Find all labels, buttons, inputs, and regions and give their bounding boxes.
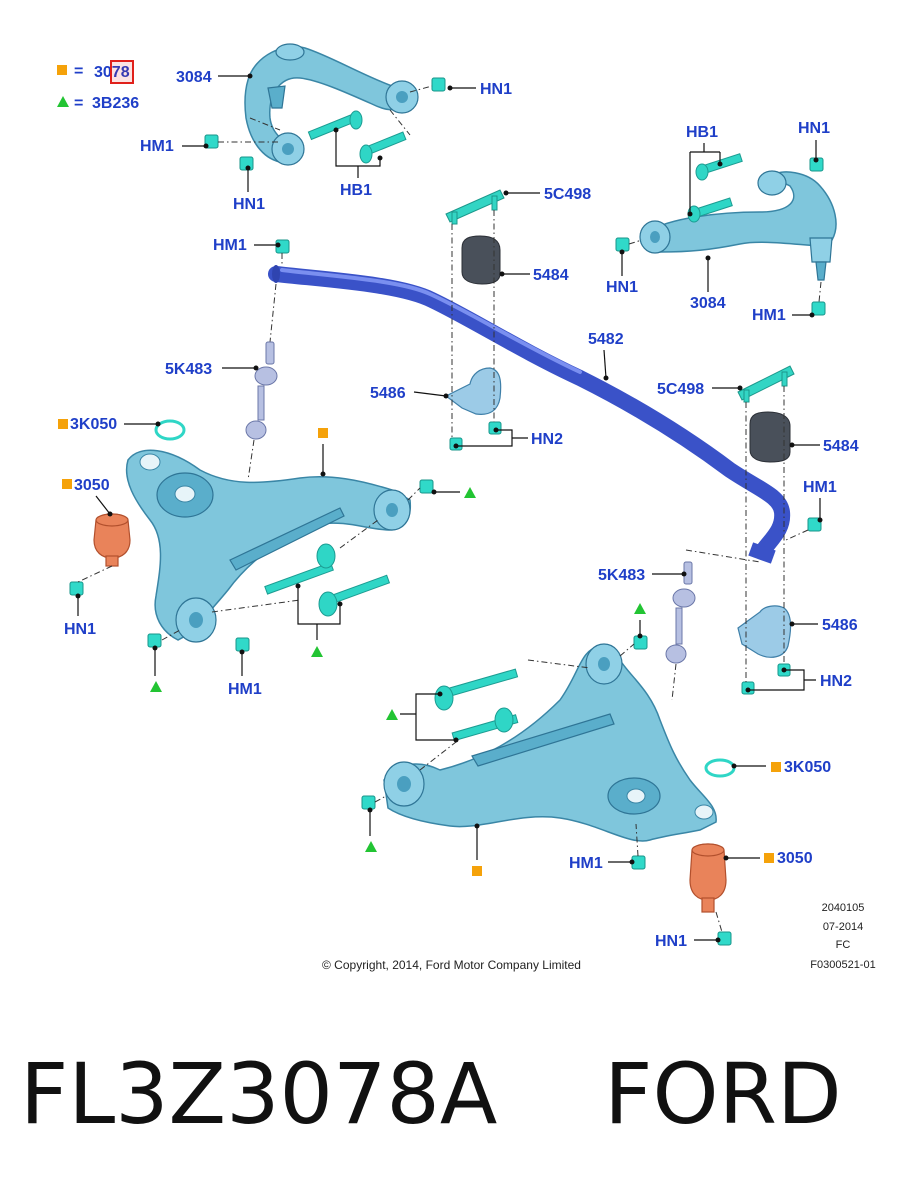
lower-left-labels: 3K050 3050 HN1 HM1: [58, 416, 476, 698]
label-5482: 5482: [588, 331, 624, 348]
lower-right-labels: 3K050 3050 HM1 HN1: [365, 603, 831, 950]
label-5484-right: 5484: [823, 438, 859, 455]
label-hn1-ul-bottom: HN1: [233, 196, 265, 213]
diagram-meta: 2040105 07-2014 FC F0300521-01 © Copyrig…: [322, 902, 876, 972]
label-5k483-right: 5K483: [598, 567, 645, 584]
legend-triangle-icon: [57, 96, 69, 107]
label-hn2-right: HN2: [820, 673, 852, 690]
square-marker-3050-left: [62, 479, 72, 489]
label-3050-left: 3050: [74, 477, 110, 494]
square-marker-ll-arm: [318, 428, 328, 438]
triangle-marker-lr-top: [634, 603, 646, 614]
label-5c498-top: 5C498: [544, 186, 591, 203]
label-hb1-ul: HB1: [340, 182, 372, 199]
legend: = 3078 = 3B236: [57, 60, 139, 112]
label-hb1-ur: HB1: [686, 124, 718, 141]
label-3k050-left: 3K050: [70, 416, 117, 433]
label-hm1-ll: HM1: [228, 681, 262, 698]
label-3k050-right: 3K050: [784, 759, 831, 776]
triangle-marker-lr-nut: [365, 841, 377, 852]
label-hn2-left: HN2: [531, 431, 563, 448]
legend-square-icon: [57, 65, 67, 75]
legend-equals-1: =: [74, 63, 83, 80]
label-3084-ur: 3084: [690, 295, 726, 312]
label-3084-ul: 3084: [176, 69, 212, 86]
part-title: FL3Z3078A FORD: [20, 1045, 842, 1143]
triangle-marker-ll-upper: [464, 487, 476, 498]
meta-code-4: F0300521-01: [810, 959, 875, 971]
stabilizer-mounts: [275, 189, 822, 695]
label-hm1-ur: HM1: [752, 307, 786, 324]
square-marker-3050-right: [764, 853, 774, 863]
meta-code-2: 07-2014: [823, 921, 863, 933]
title-gap: [497, 1045, 604, 1143]
upper-right-control-arm: [615, 153, 837, 316]
copyright-notice: © Copyright, 2014, Ford Motor Company Li…: [322, 958, 581, 972]
triangle-marker-ll-nut: [150, 681, 162, 692]
triangle-marker-lr-bolts: [386, 709, 398, 720]
label-5486-left: 5486: [370, 385, 406, 402]
square-marker-3k050-left: [58, 419, 68, 429]
square-marker-3k050-right: [771, 762, 781, 772]
stabilizer-bar: [268, 265, 791, 564]
brand-name: FORD: [604, 1045, 842, 1143]
highlight-box: [110, 60, 134, 84]
suspension-exploded-diagram: = 3078 = 3B236 3084 HN1 HM1 HN1: [57, 43, 876, 972]
label-5c498-right: 5C498: [657, 381, 704, 398]
meta-code-3: FC: [836, 939, 851, 951]
upper-left-labels: 3084 HN1 HM1 HN1 HB1: [140, 69, 512, 213]
lower-left-control-arm: [69, 419, 434, 652]
label-hn1-lr: HN1: [655, 933, 687, 950]
label-hm1-bar-left: HM1: [213, 237, 247, 254]
lower-right-control-arm: [361, 635, 736, 946]
label-hm1-bar-right: HM1: [803, 479, 837, 496]
legend-triangle-label: 3B236: [92, 95, 139, 112]
label-hn1-ur-top: HN1: [798, 120, 830, 137]
stabilizer-links: [245, 283, 761, 701]
label-hm1-lr: HM1: [569, 855, 603, 872]
upper-left-control-arm: [204, 43, 446, 171]
label-hn1-ur-left: HN1: [606, 279, 638, 296]
stabilizer-labels: HM1 5C498 5484 5482 5C498 5484 5K483 548…: [165, 186, 859, 693]
meta-code-1: 2040105: [822, 902, 865, 914]
label-5484-top: 5484: [533, 267, 569, 284]
legend-equals-2: =: [74, 95, 83, 112]
label-3050-right: 3050: [777, 850, 813, 867]
label-hn1-ul-right: HN1: [480, 81, 512, 98]
label-hm1-ul: HM1: [140, 138, 174, 155]
label-hn1-ll: HN1: [64, 621, 96, 638]
upper-right-labels: HB1 HN1 HN1 3084 HM1: [606, 120, 830, 324]
triangle-marker-ll-bolts: [311, 646, 323, 657]
part-number: FL3Z3078A: [20, 1045, 498, 1143]
label-5486-right: 5486: [822, 617, 858, 634]
label-5k483-left: 5K483: [165, 361, 212, 378]
square-marker-lr-arm: [472, 866, 482, 876]
